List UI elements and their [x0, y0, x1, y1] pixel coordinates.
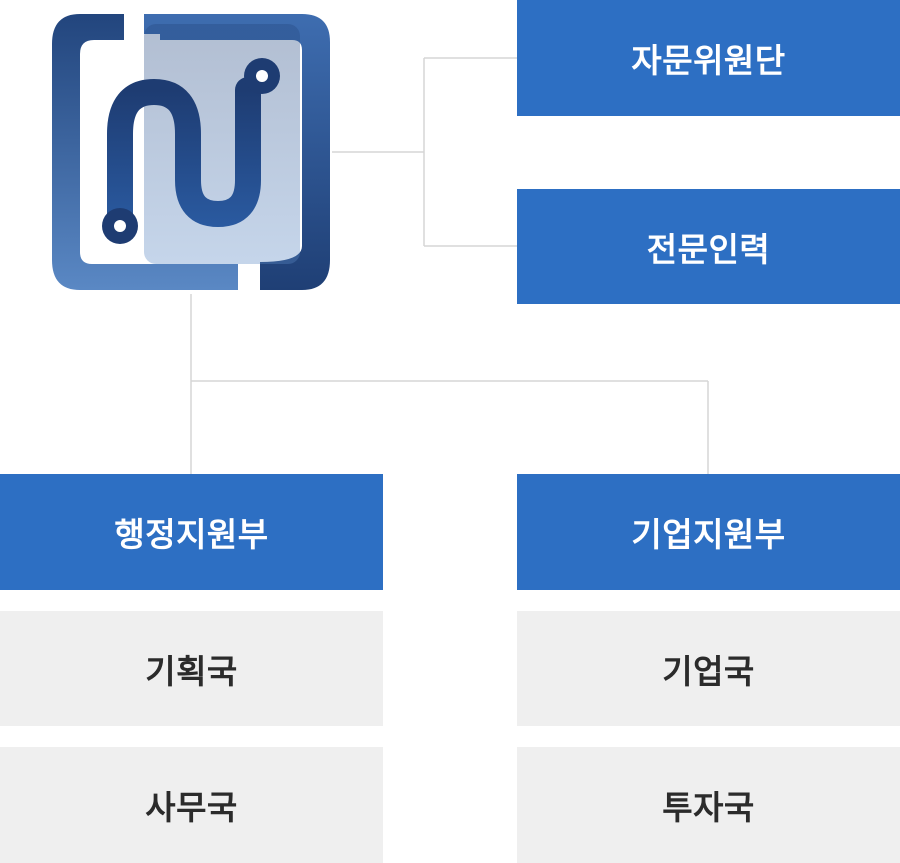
enterprise-bureau-box: 기업국	[517, 611, 900, 726]
advisory-committee-box: 자문위원단	[517, 0, 900, 116]
organization-logo-icon	[52, 14, 330, 290]
experts-box: 전문인력	[517, 189, 900, 304]
admin-support-dept-box: 행정지원부	[0, 474, 383, 590]
business-support-dept-box: 기업지원부	[517, 474, 900, 590]
investment-bureau-box: 투자국	[517, 747, 900, 863]
secretariat-bureau-box: 사무국	[0, 747, 383, 863]
planning-bureau-box: 기획국	[0, 611, 383, 726]
